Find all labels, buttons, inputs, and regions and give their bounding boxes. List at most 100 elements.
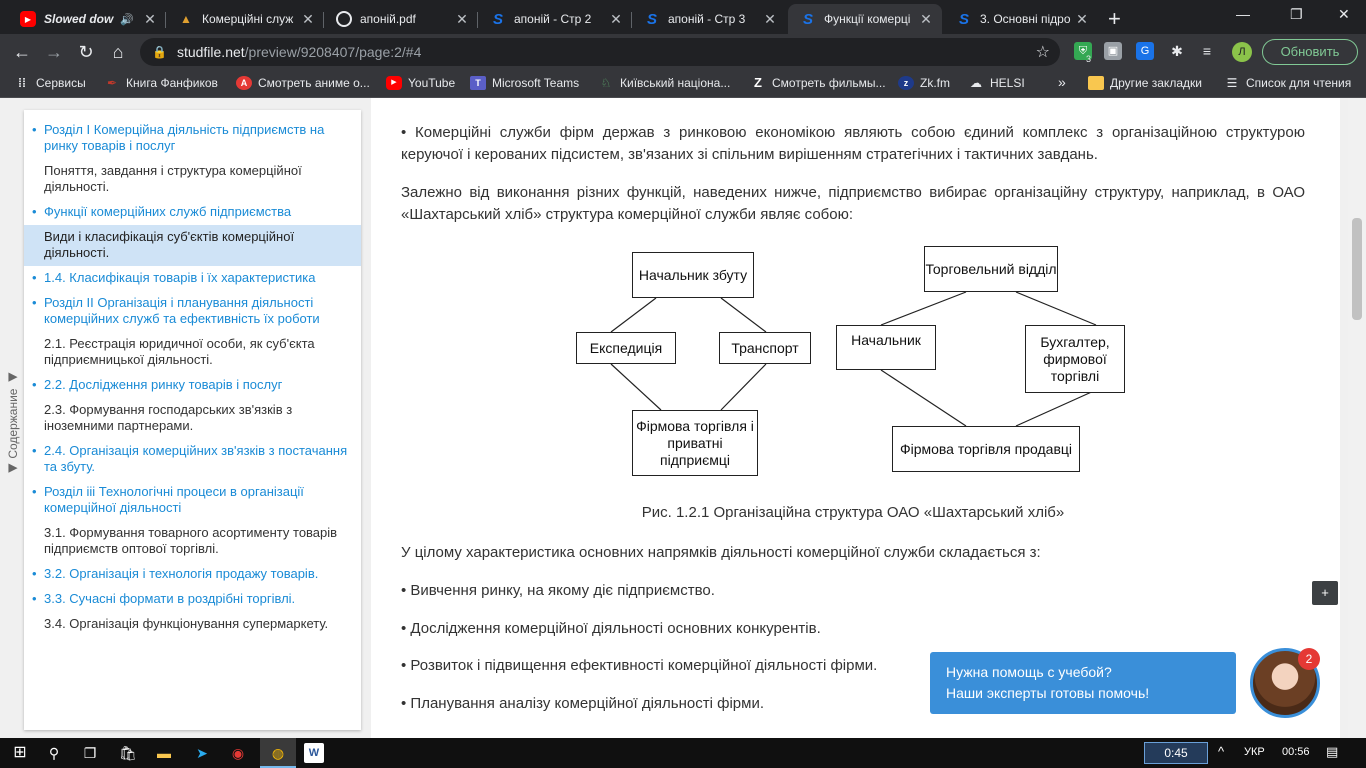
toc-item[interactable]: Розділ ііі Технологічні процеси в органі… [24, 480, 361, 521]
tab-str2[interactable]: S апоній - Стр 2 ✕ [478, 4, 632, 34]
lock-icon[interactable]: 🔒 [152, 45, 167, 59]
reload-icon[interactable]: ↻ [78, 42, 94, 62]
toc-item: Поняття, завдання і структура комерційно… [44, 163, 302, 194]
telegram-icon[interactable]: ➤ [196, 745, 208, 761]
active-app-highlight [260, 738, 296, 768]
bookmark-reading-list[interactable]: ☰Список для чтения [1224, 76, 1352, 90]
bookmark-fanfiction[interactable]: ✒Книга Фанфиков [104, 76, 218, 90]
box-bukhhalter: Бухгалтер, фирмової торгівлі [1025, 325, 1125, 393]
help-chat-bubble[interactable]: Нужна помощь с учебой? Наши эксперты гот… [930, 652, 1236, 714]
update-button[interactable]: Обновить [1262, 39, 1358, 65]
notifications-icon[interactable]: ▤ [1326, 744, 1339, 759]
toc-item[interactable]: Функції комерційних служб підприємства [24, 200, 361, 225]
timer-badge[interactable]: 0:45 [1144, 742, 1208, 764]
university-icon: ♘ [600, 76, 612, 90]
figure-caption: Рис. 1.2.1 Організаційна структура ОАО «… [641, 504, 1065, 521]
file-explorer-icon[interactable]: ▬ [157, 745, 171, 761]
store-icon[interactable]: 🛍 [119, 745, 137, 761]
chat-line: Наши эксперты готовы помочь! [946, 685, 1150, 701]
plus-button[interactable]: + [1312, 581, 1338, 605]
language-indicator[interactable]: УКР [1244, 746, 1265, 758]
toc-item[interactable]: 2.4. Організація комерційних зв'язків з … [24, 439, 361, 480]
back-arrow-icon[interactable]: ← [13, 42, 31, 62]
studfile-icon: S [802, 10, 813, 28]
word-icon[interactable]: W [304, 743, 324, 763]
close-icon[interactable]: ✕ [1076, 10, 1088, 27]
new-tab-button[interactable]: + [1108, 6, 1121, 31]
page-scrollbar[interactable] [1348, 98, 1366, 738]
tab-title: апоній.pdf [360, 12, 416, 26]
box-firmova-prodavtsi: Фірмова торгівля продавці [892, 426, 1080, 472]
box-ekspedytsiia: Експедиція [576, 332, 676, 364]
search-icon[interactable]: ⚲ [48, 745, 60, 761]
scrollbar-thumb[interactable] [1352, 218, 1362, 320]
address-bar[interactable]: 🔒 studfile.net /preview/9208407/page:2/#… [140, 38, 1060, 66]
tab-youtube[interactable]: ▶ Slowed dow 🔊 ✕ [8, 4, 166, 34]
puzzle-extensions-icon[interactable]: ✱ [1171, 43, 1183, 59]
bullet-item: • Планування аналізу комерційної діяльно… [401, 695, 764, 712]
studfile-icon: S [492, 10, 503, 28]
forward-arrow-icon[interactable]: → [45, 42, 63, 62]
tab-str3[interactable]: S апоній - Стр 3 ✕ [632, 4, 786, 34]
close-icon[interactable]: ✕ [920, 10, 932, 27]
profile-avatar[interactable]: Л [1232, 42, 1252, 62]
box-firmova-torhivlia: Фірмова торгівля і приватні підприємці [632, 410, 758, 476]
tab-title: апоній - Стр 2 [514, 12, 592, 26]
bookmark-helsi[interactable]: ☁HELSI [970, 76, 1025, 90]
tab-pdf[interactable]: апоній.pdf ✕ [324, 4, 478, 34]
toc-item[interactable]: 3.2. Організація і технологія продажу то… [24, 562, 361, 587]
system-clock[interactable]: 00:56 [1282, 746, 1310, 758]
bookmark-other[interactable]: Другие закладки [1088, 76, 1202, 90]
task-view-icon[interactable]: ❐ [83, 745, 97, 761]
recorder-icon[interactable]: ◉ [231, 745, 245, 761]
bookmark-university[interactable]: ♘Київський націона... [598, 76, 731, 90]
restore-button[interactable]: ❐ [1290, 6, 1303, 22]
bookmark-services[interactable]: ⁞⁞Сервисы [14, 76, 86, 90]
bookmarks-overflow-button[interactable]: » [1058, 74, 1066, 90]
home-icon[interactable]: ⌂ [112, 42, 124, 62]
toc-item[interactable]: Розділ ІІ Організація і планування діяль… [24, 291, 361, 332]
toc-toggle-tab[interactable]: ◀ Содержание ◀ [6, 371, 20, 477]
chevron-up-icon[interactable]: ^ [1218, 744, 1225, 759]
bookmark-youtube[interactable]: ▶YouTube [386, 76, 455, 90]
shield-extension-icon[interactable]: ⛨ [1074, 42, 1092, 60]
close-icon[interactable]: ✕ [302, 10, 314, 27]
browser-toolbar: ← → ↻ ⌂ 🔒 studfile.net /preview/9208407/… [0, 34, 1366, 70]
toc-item: 3.1. Формування товарного асортименту то… [44, 525, 338, 556]
teams-icon: T [470, 76, 486, 90]
folder-icon [1088, 76, 1104, 90]
graduation-hat-icon: ▲ [180, 12, 192, 26]
toc-item[interactable]: 3.3. Сучасні формати в роздрібні торгівл… [24, 587, 361, 612]
windows-start-icon[interactable]: ⊞ [13, 744, 27, 761]
article-content: • Комерційні служби фірм держав з ринков… [371, 98, 1340, 738]
tab-title: апоній - Стр 3 [668, 12, 746, 26]
tab-osnovni[interactable]: S 3. Основні підро ✕ [944, 4, 1098, 34]
close-icon[interactable]: ✕ [456, 10, 468, 27]
youtube-icon: ▶ [20, 11, 36, 27]
close-icon[interactable]: ✕ [144, 10, 156, 27]
audio-icon[interactable]: 🔊 [120, 13, 134, 26]
toc-item[interactable]: 2.2. Дослідження ринку товарів і послуг [24, 373, 361, 398]
close-icon[interactable]: ✕ [610, 10, 622, 27]
minimize-button[interactable]: — [1236, 6, 1250, 22]
bookmark-star-icon[interactable]: ☆ [1035, 44, 1050, 61]
tab-active-funktsii[interactable]: S Функції комерці ✕ [788, 4, 942, 34]
toc-item[interactable]: Розділ І Комерційна діяльність підприємс… [24, 118, 361, 159]
bullet-item: • Дослідження комерційної діяльності осн… [401, 620, 821, 637]
close-window-button[interactable]: ✕ [1338, 6, 1350, 22]
close-icon[interactable]: ✕ [764, 10, 776, 27]
reading-list-icon: ☰ [1226, 76, 1238, 90]
chrome-icon[interactable]: ◍ [271, 745, 285, 761]
globe-icon [336, 11, 352, 27]
tab-komertsiini[interactable]: ▲ Комерційні служ ✕ [166, 4, 324, 34]
bullet-item: • Розвиток і підвищення ефективності ком… [401, 657, 878, 674]
box-nachalnyk-zbutu: Начальник збуту [632, 252, 754, 298]
toc-item[interactable]: 1.4. Класифікація товарів і їх характери… [24, 266, 361, 291]
photo-extension-icon[interactable]: ▣ [1104, 42, 1122, 60]
translate-extension-icon[interactable]: G [1136, 42, 1154, 60]
media-queue-icon[interactable]: ≡ [1202, 43, 1212, 59]
